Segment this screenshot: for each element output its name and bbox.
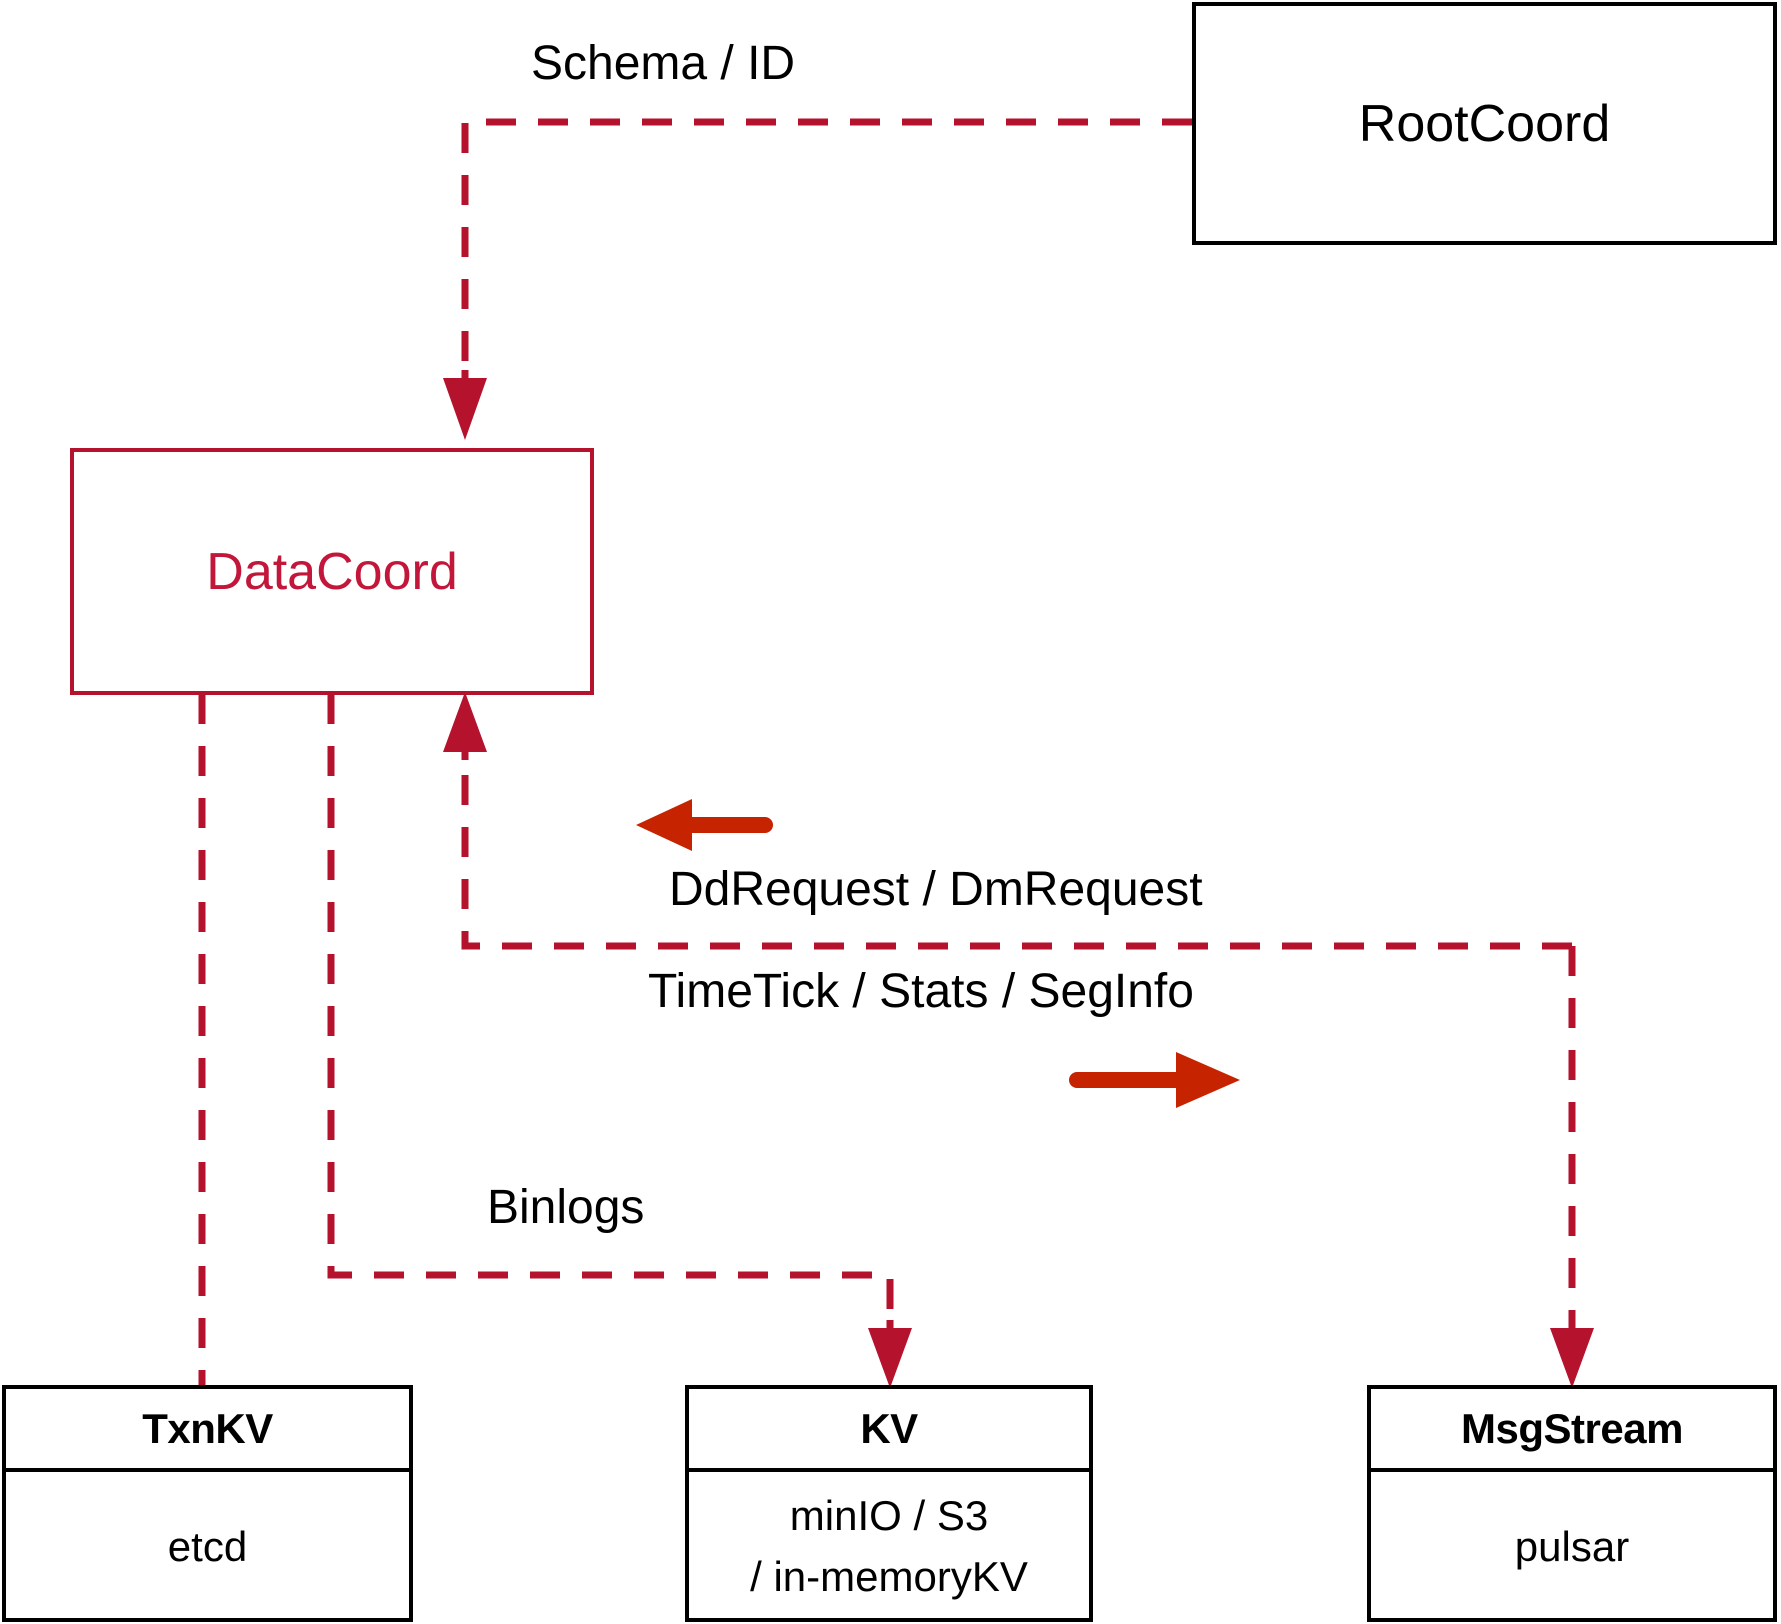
node-rootcoord[interactable]: RootCoord [1192,2,1777,245]
node-txnkv[interactable]: TxnKV etcd [2,1385,413,1622]
edge-label-timetick-stats-seginfo: TimeTick / Stats / SegInfo [648,965,1194,1018]
edge-label-schema-id: Schema / ID [531,37,796,90]
direction-arrow-left [636,799,773,851]
node-kv-sub-0: minIO / S3 [789,1492,989,1540]
node-msgstream-divider [1371,1468,1773,1472]
node-kv-sub-1: / in-memoryKV [750,1553,1028,1600]
edge-label-binlogs: Binlogs [487,1181,645,1234]
node-msgstream-body: pulsar [1371,1472,1773,1622]
edge-stream-to-msgstream [1550,946,1594,1388]
node-datacoord-label: DataCoord [206,542,458,601]
node-txnkv-divider [6,1468,409,1472]
node-rootcoord-label: RootCoord [1358,94,1611,153]
node-msgstream[interactable]: MsgStream pulsar [1367,1385,1777,1622]
node-msgstream-title: MsgStream [1461,1404,1683,1452]
node-kv[interactable]: KV minIO / S3 / in-memoryKV [685,1385,1093,1622]
edge-label-ddrequest-dmrequest: DdRequest / DmRequest [669,863,1203,916]
node-kv-title: KV [860,1404,918,1452]
node-msgstream-sub-0: pulsar [1514,1522,1630,1570]
edge-schema-id [443,118,1192,440]
node-kv-divider [689,1468,1089,1472]
node-datacoord[interactable]: DataCoord [70,448,594,695]
node-txnkv-body: etcd [6,1472,409,1622]
node-kv-body: minIO / S3 / in-memoryKV [689,1472,1089,1622]
node-txnkv-sub-0: etcd [167,1522,248,1570]
direction-arrow-right [1069,1052,1240,1108]
node-txnkv-title: TxnKV [142,1404,273,1452]
edge-binlogs [327,694,912,1388]
